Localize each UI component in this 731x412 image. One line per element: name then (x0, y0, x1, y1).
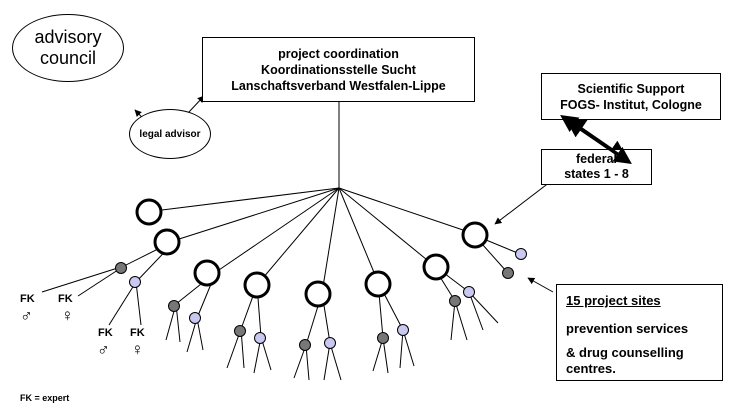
spoke (215, 187, 340, 273)
spoke (338, 187, 467, 232)
female-expert-node (463, 286, 475, 298)
male-expert-node (299, 339, 311, 351)
male-expert-node (377, 332, 389, 344)
project-coordination-line3: Lanschaftsverband Westfalen-Lippe (231, 78, 446, 93)
scientific-support-line1: Scientific Support (577, 81, 685, 96)
project-sites-line4: centres. (566, 361, 616, 376)
federal-states-line2: states 1 - 8 (564, 167, 629, 181)
female-expert-node (397, 324, 409, 336)
project-sites-line2: prevention services (566, 321, 689, 336)
spoke (161, 187, 340, 211)
advisory-council: advisory council (12, 14, 124, 82)
female-expert-node (129, 276, 141, 288)
project-coordination-line1: project coordination (278, 46, 399, 61)
site-circle (135, 198, 163, 226)
expert-label-fk: FK (20, 293, 35, 305)
project-sites-box: 15 project sites prevention services & d… (556, 284, 723, 381)
project-sites-line3: & drug counselling (566, 345, 684, 360)
female-expert-node (324, 337, 336, 349)
female-expert-node (254, 332, 266, 344)
site-circle (243, 271, 271, 299)
female-expert-node (189, 312, 201, 324)
advisory-council-line1: advisory (34, 27, 102, 47)
site-circle (364, 270, 392, 298)
scientific-support-line2: FOGS- Institut, Cologne (560, 97, 702, 112)
expert-label-fk: FK (58, 293, 73, 305)
site-circle (193, 259, 221, 287)
spoke (256, 187, 340, 286)
male-symbol-icon: ♂ (97, 340, 110, 359)
male-symbol-icon: ♂ (20, 306, 33, 325)
site-circle (304, 280, 332, 308)
male-expert-node (168, 300, 180, 312)
female-expert-node (515, 248, 527, 260)
site-circle (153, 228, 181, 256)
spoke (338, 187, 433, 265)
legend-text: FK = expert (20, 393, 70, 403)
male-expert-node (502, 267, 514, 279)
expert-label-fk: FK (98, 327, 113, 339)
female-symbol-icon: ♀ (61, 306, 74, 325)
male-expert-node (449, 295, 461, 307)
federal-states-box: federal states 1 - 8 (541, 149, 652, 185)
sites-box-arrow (527, 277, 554, 293)
male-expert-node (234, 325, 246, 337)
project-sites-title: 15 project sites (566, 293, 661, 308)
spoke (175, 187, 340, 241)
site-circle (422, 253, 450, 281)
expert-label-fk: FK (130, 327, 145, 339)
legal-advisor-label: legal advisor (139, 128, 201, 140)
legal-advisor: legal advisor (129, 109, 211, 159)
site-circle (461, 221, 489, 249)
female-symbol-icon: ♀ (131, 340, 144, 359)
project-coordination-box: project coordination Koordinationsstelle… (202, 37, 475, 102)
advisory-council-line2: council (39, 48, 97, 68)
male-expert-node (115, 262, 127, 274)
spoke (338, 187, 379, 283)
scientific-support-box: Scientific Support FOGS- Institut, Colog… (541, 73, 721, 120)
project-coordination-line2: Koordinationsstelle Sucht (261, 62, 416, 77)
federal-states-line1: federal (576, 152, 617, 166)
spoke (321, 187, 340, 294)
